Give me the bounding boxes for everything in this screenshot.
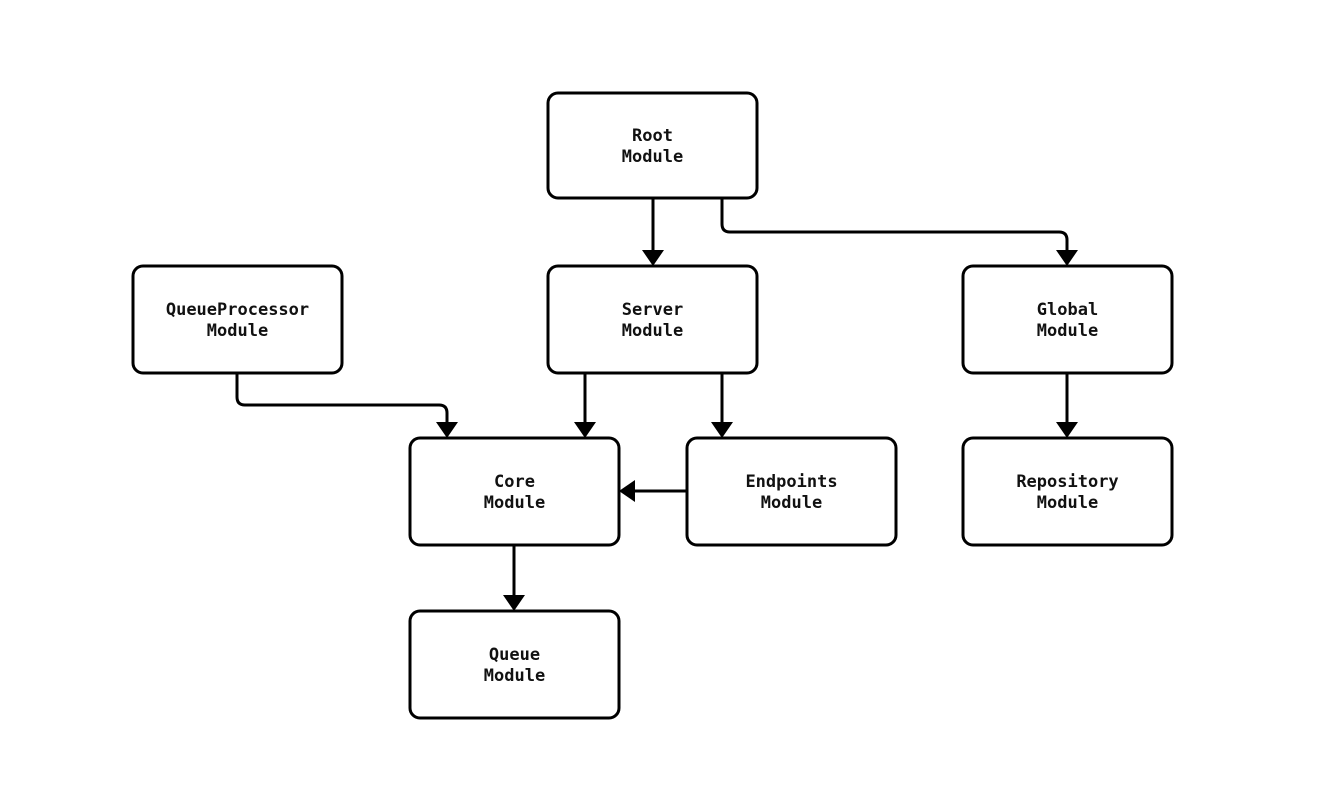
edge-endpoints-module-to-core-module	[619, 480, 687, 502]
edge-line	[235, 373, 449, 422]
node-box	[546, 264, 759, 375]
node-box	[131, 264, 344, 375]
node-box	[546, 91, 759, 200]
edge-root-module-to-server-module	[642, 198, 664, 266]
edge-server-module-to-core-module	[574, 373, 596, 438]
edge-global-module-to-repository-module	[1056, 373, 1078, 438]
edge-line	[720, 198, 1069, 250]
node-box	[408, 436, 621, 547]
node-box	[408, 609, 621, 720]
node-box	[961, 264, 1174, 375]
arrowhead-icon	[1056, 250, 1078, 266]
arrowhead-icon	[711, 422, 733, 438]
arrowhead-icon	[574, 422, 596, 438]
node-box	[961, 436, 1174, 547]
arrowhead-icon	[1056, 422, 1078, 438]
arrowhead-icon	[642, 250, 664, 266]
edge-root-module-to-global-module	[720, 198, 1078, 266]
arrowhead-icon	[436, 422, 458, 438]
edge-core-module-to-queue-module	[503, 545, 525, 611]
arrowhead-icon	[503, 595, 525, 611]
edge-server-module-to-endpoints-module	[711, 373, 733, 438]
edge-queueprocessor-module-to-core-module	[235, 373, 458, 438]
arrowhead-icon	[619, 480, 635, 502]
node-box	[685, 436, 898, 547]
